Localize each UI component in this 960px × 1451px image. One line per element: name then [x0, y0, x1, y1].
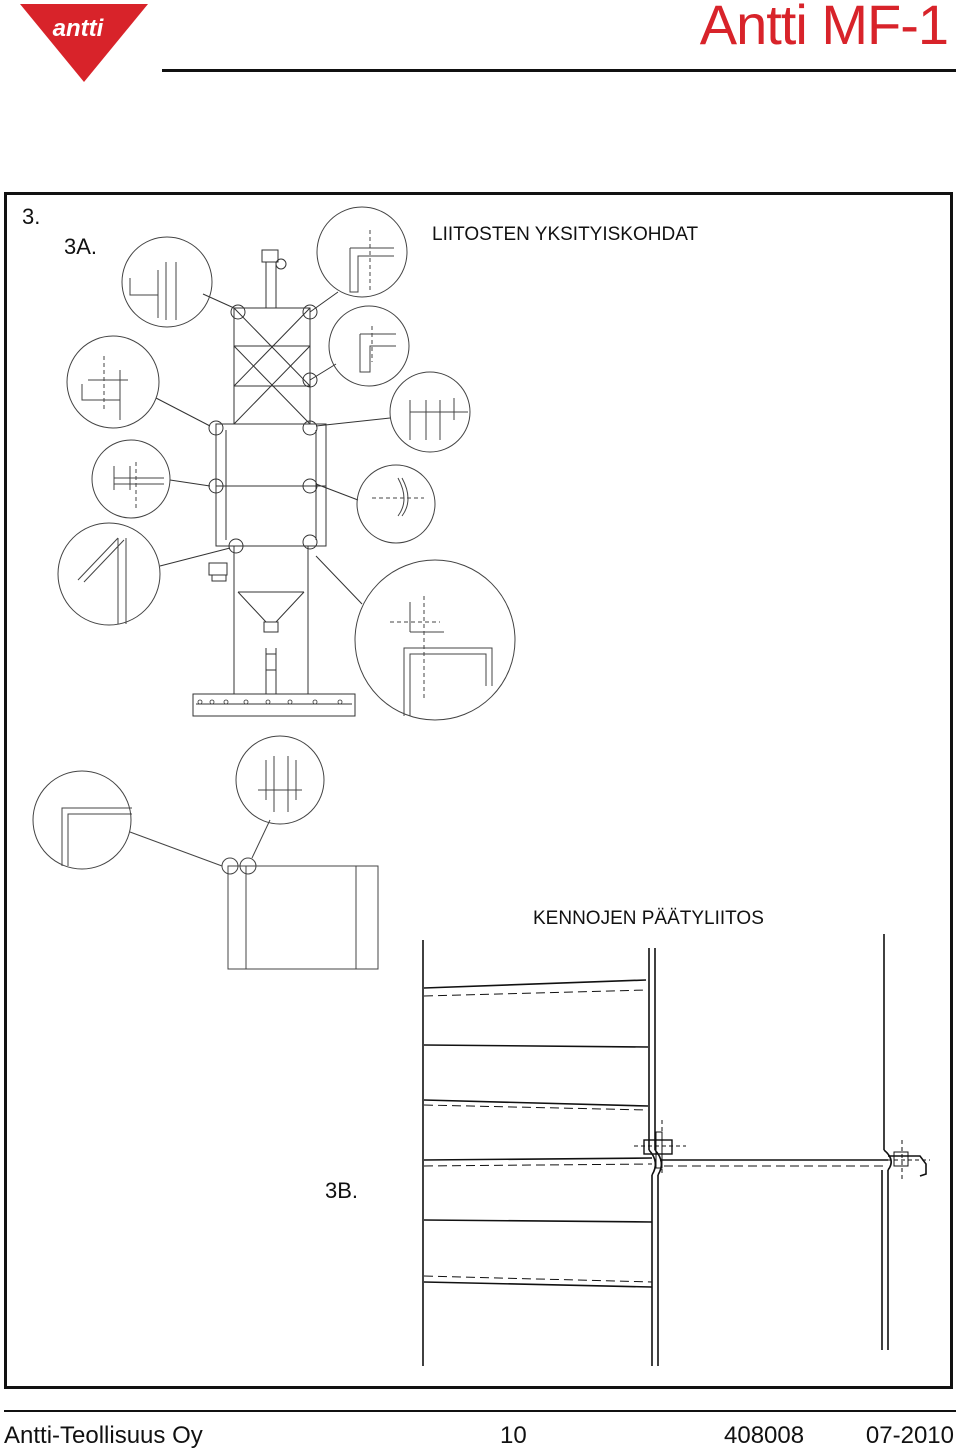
connection-detail-circles [57, 206, 516, 721]
detail-a-title: LIITOSTEN YKSITYISKOHDAT [432, 224, 699, 245]
footer-company: Antti-Teollisuus Oy [4, 1422, 203, 1449]
content-frame [4, 192, 953, 1389]
antti-logo: antti [20, 4, 148, 82]
document-title: Antti MF-1 [699, 0, 949, 56]
footer-date: 07-2010 [865, 1422, 954, 1449]
detail-a-label: 3A. [64, 234, 98, 259]
header-rule [162, 69, 956, 72]
detail-b-label: 3B. [325, 1178, 359, 1203]
section-number: 3. [22, 204, 41, 229]
svg-text:antti: antti [53, 15, 105, 42]
cell-end-connection [422, 934, 930, 1366]
detail-b-title: KENNOJEN PÄÄTYLIITOS [533, 908, 764, 929]
footer-document-number: 408008 [724, 1422, 805, 1449]
footer-page-number: 10 [500, 1422, 527, 1449]
panel-detail [32, 735, 379, 970]
filter-tower-elevation [155, 249, 391, 717]
footer-rule [4, 1410, 956, 1412]
